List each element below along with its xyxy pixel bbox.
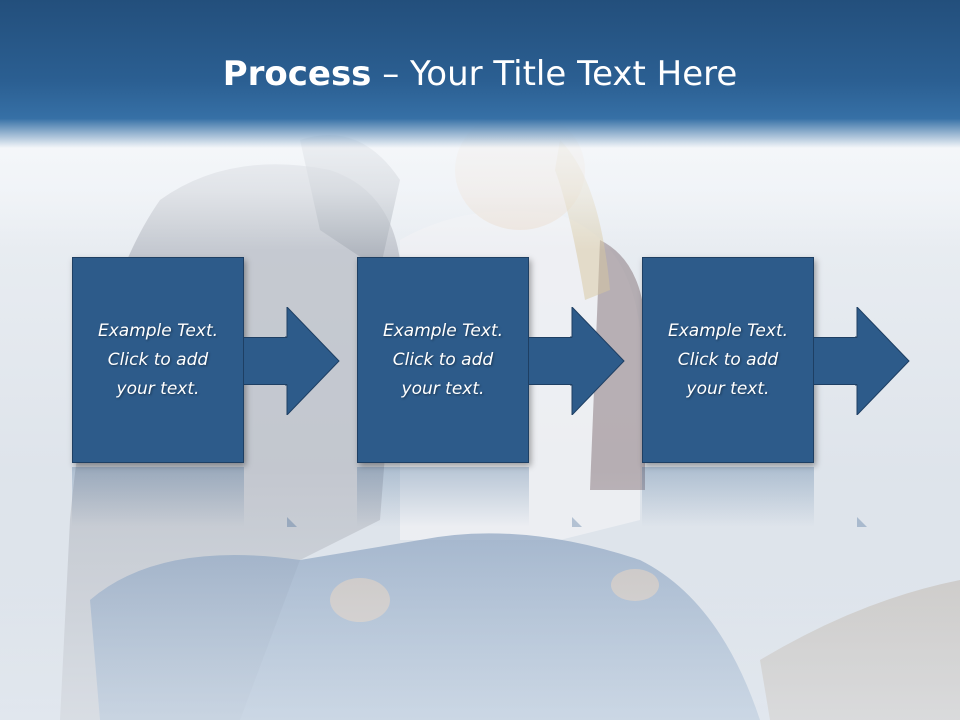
arrow-stem-3 [814,337,857,385]
process-step-2-reflection [357,467,529,527]
arrow-reflection-3 [857,517,867,527]
arrow-right-icon [285,307,340,415]
arrow-right-icon [855,307,910,415]
process-step-2-text: Example Text. Click to add your text. [382,320,504,399]
arrow-reflection-2 [572,517,582,527]
slide-title-rest: – Your Title Text Here [371,54,738,94]
process-step-1[interactable]: Example Text. Click to add your text. [72,257,244,463]
process-step-1-text: Example Text. Click to add your text. [97,320,219,399]
process-step-3-reflection [642,467,814,527]
title-bar [0,0,960,148]
arrow-stem-1 [244,337,287,385]
arrow-reflection-1 [287,517,297,527]
process-step-2[interactable]: Example Text. Click to add your text. [357,257,529,463]
slide-title-bold: Process [222,54,372,94]
process-step-3[interactable]: Example Text. Click to add your text. [642,257,814,463]
arrow-right-icon [570,307,625,415]
photo-fade-bottom [0,470,960,720]
process-step-1-reflection [72,467,244,527]
slide-title[interactable]: Process – Your Title Text Here [0,50,960,98]
arrow-stem-2 [529,337,572,385]
process-step-3-text: Example Text. Click to add your text. [667,320,789,399]
